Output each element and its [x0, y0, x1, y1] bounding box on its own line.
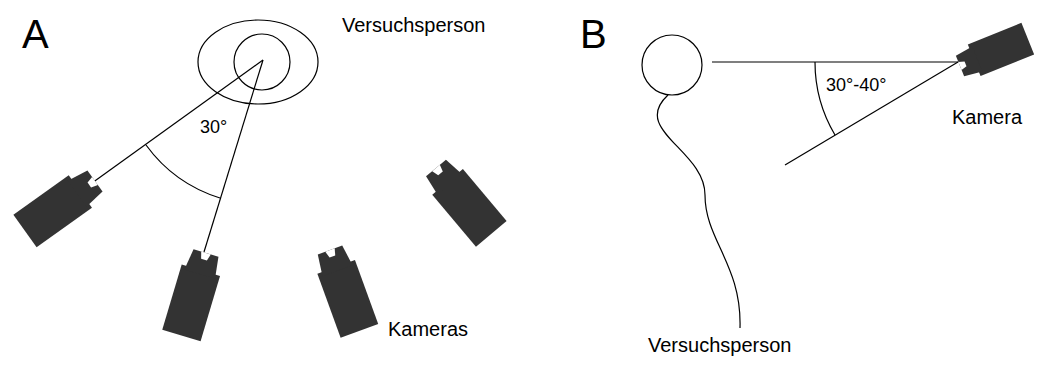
sight-line — [92, 60, 263, 183]
shoulder-outline — [198, 20, 318, 104]
camera — [13, 165, 106, 248]
panel-letter: A — [22, 12, 49, 56]
angle-label: 30° — [200, 118, 227, 138]
camera-label: Kameras — [388, 318, 468, 340]
camera — [311, 243, 378, 337]
subject-label: Versuchsperson — [342, 14, 485, 36]
angle-label: 30°-40° — [826, 76, 886, 96]
panel-letter: B — [580, 12, 607, 56]
camera — [421, 155, 507, 247]
body-outline — [657, 95, 740, 328]
subject-label: Versuchsperson — [648, 334, 791, 356]
angle-arc — [146, 145, 220, 198]
sight-line — [204, 60, 263, 252]
angle-arc — [815, 62, 835, 135]
angle-line — [785, 62, 958, 165]
sight-line — [712, 61, 958, 62]
camera — [954, 23, 1035, 82]
head-outline — [642, 35, 702, 95]
camera-label: Kamera — [952, 106, 1022, 128]
camera — [162, 247, 225, 341]
